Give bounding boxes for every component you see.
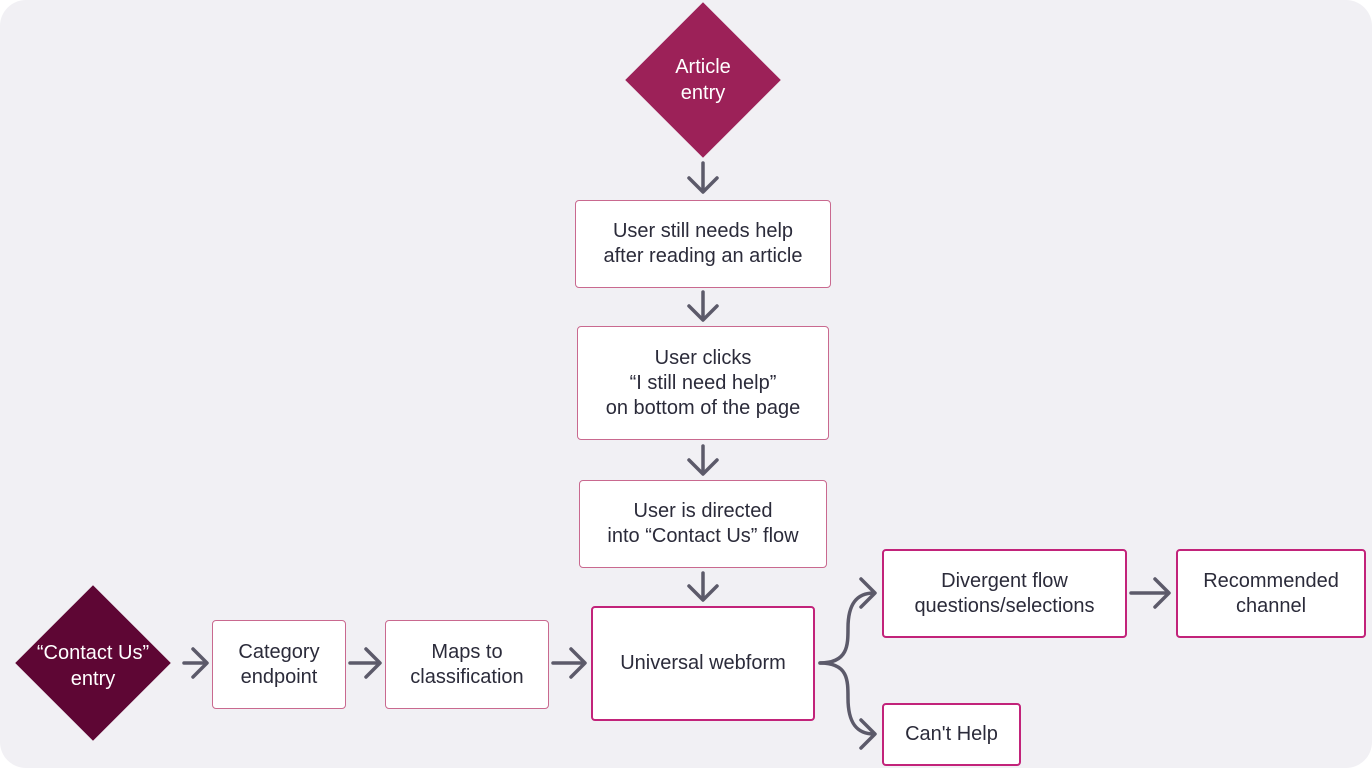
arrow-still-needs-help-to-clicks xyxy=(687,290,719,322)
user-clicks-line-1: User clicks xyxy=(654,346,752,369)
still-needs-help-line-1: User still needs help xyxy=(612,220,794,242)
still-needs-help-box: User still needs help after reading an a… xyxy=(575,200,831,288)
directed-line-2: into “Contact Us” flow xyxy=(607,525,799,547)
user-clicks-line-2: “I still need help” xyxy=(629,371,777,394)
directed-line-1: User is directed xyxy=(633,500,773,522)
user-clicks-line-3: on bottom of the page xyxy=(605,396,801,419)
maps-classification-line-1: Maps to xyxy=(431,640,503,663)
category-endpoint-box: Category endpoint xyxy=(212,620,346,709)
maps-classification-box: Maps to classification xyxy=(385,620,549,709)
recommended-channel-box: Recommended channel xyxy=(1176,549,1366,638)
recommended-channel-line-2: channel xyxy=(1235,594,1307,617)
arrow-maps-to-webform xyxy=(551,647,587,679)
still-needs-help-line-2: after reading an article xyxy=(603,245,803,267)
directed-box: User is directed into “Contact Us” flow xyxy=(579,480,827,568)
maps-classification-line-2: classification xyxy=(410,665,524,688)
arrow-webform-to-divergent xyxy=(818,577,877,665)
category-endpoint-line-1: Category xyxy=(238,640,320,663)
recommended-channel-line-1: Recommended xyxy=(1203,569,1339,592)
arrow-article-to-still-needs-help xyxy=(687,161,719,194)
contact-us-entry-line-1: “Contact Us” xyxy=(36,642,150,664)
category-endpoint-line-2: endpoint xyxy=(240,665,318,688)
arrow-category-to-maps xyxy=(348,647,382,679)
universal-webform-label: Universal webform xyxy=(620,652,786,674)
article-entry-line-2: entry xyxy=(680,82,726,104)
cant-help-box: Can't Help xyxy=(882,703,1021,766)
divergent-flow-box: Divergent flow questions/selections xyxy=(882,549,1127,638)
arrow-directed-to-webform xyxy=(687,571,719,602)
article-entry-line-1: Article xyxy=(675,56,731,78)
contact-us-entry-label: “Contact Us” entry xyxy=(13,626,173,706)
arrow-clicks-to-directed xyxy=(687,444,719,476)
arrow-contact-to-category xyxy=(182,647,209,679)
arrow-divergent-to-recommended xyxy=(1129,577,1171,609)
divergent-flow-line-2: questions/selections xyxy=(914,594,1095,617)
user-clicks-box: User clicks “I still need help” on botto… xyxy=(577,326,829,440)
article-entry-label: Article entry xyxy=(628,40,778,120)
arrow-webform-to-cant-help xyxy=(818,661,877,750)
contact-us-entry-line-2: entry xyxy=(70,668,116,690)
cant-help-label: Can't Help xyxy=(905,723,998,745)
divergent-flow-line-1: Divergent flow xyxy=(941,569,1068,592)
universal-webform-box: Universal webform xyxy=(591,606,815,721)
